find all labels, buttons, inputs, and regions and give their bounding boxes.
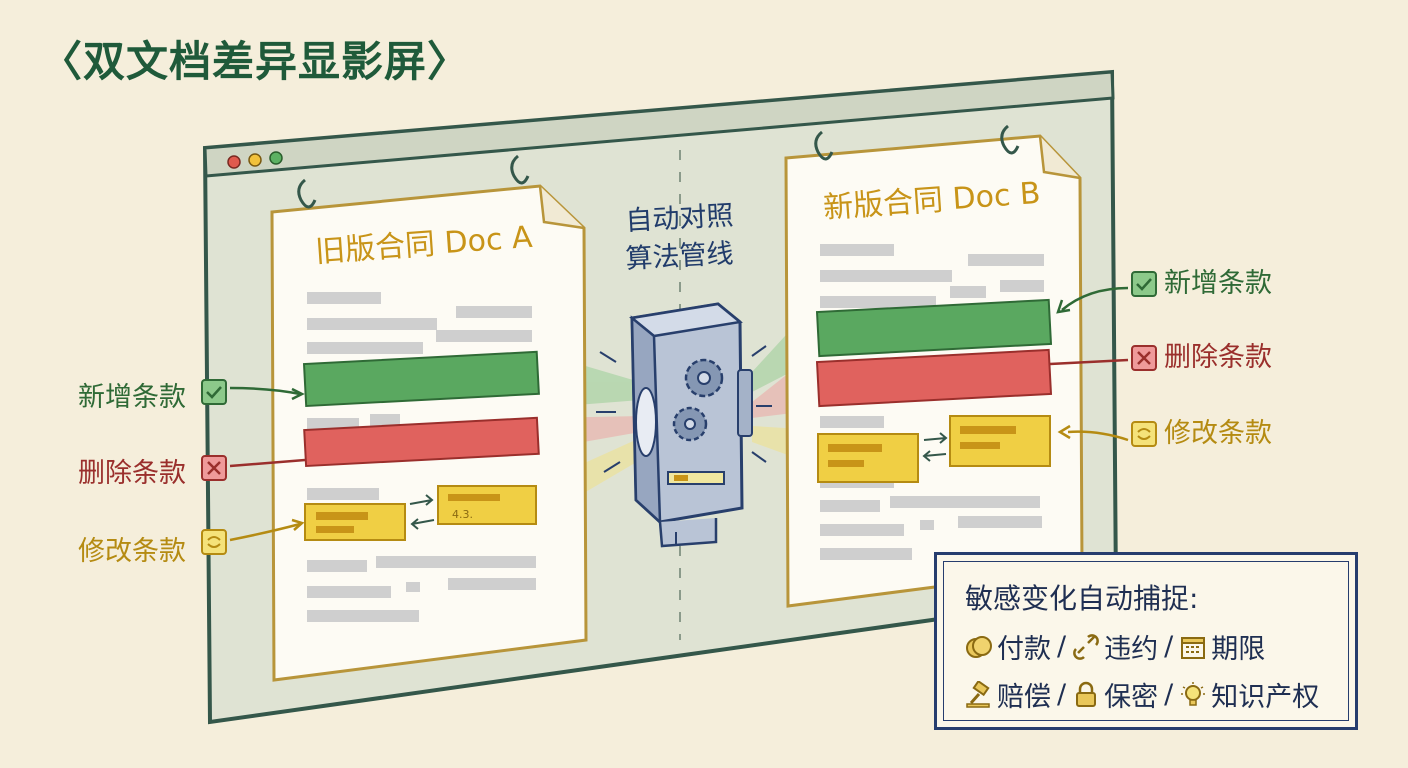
deleted-clause-bar-a[interactable] bbox=[303, 416, 540, 468]
legend-deleted-label-right: 删除条款 bbox=[1164, 342, 1272, 373]
separator: / bbox=[1164, 631, 1174, 662]
hanging-ring-left-b bbox=[814, 130, 834, 161]
left-legend: 新增条款 删除条款 修改条款 bbox=[78, 379, 306, 567]
deleted-clause-bar-b[interactable] bbox=[815, 348, 1053, 408]
info-item-term: 期限 bbox=[1211, 634, 1266, 665]
check-icon-right bbox=[1131, 271, 1157, 297]
modified-clause-box-a2[interactable] bbox=[437, 485, 537, 525]
doc-b-text-lines bbox=[820, 244, 1044, 560]
page-title: 〈双文档差异显影屏〉 bbox=[40, 37, 471, 86]
hanging-ring-right-b bbox=[1000, 124, 1020, 155]
modified-clause-box-a1[interactable] bbox=[304, 503, 406, 541]
swap-icon-right bbox=[1131, 421, 1157, 447]
broken-link-icon bbox=[1073, 633, 1099, 660]
info-item-breach: 违约 bbox=[1104, 634, 1159, 665]
swap-icon bbox=[201, 529, 227, 555]
minimize-dot[interactable] bbox=[248, 153, 262, 167]
added-clause-bar-b[interactable] bbox=[815, 298, 1053, 358]
info-item-payment: 付款 bbox=[997, 634, 1051, 665]
check-icon bbox=[201, 379, 227, 405]
doc-a-field-text: 4.3. bbox=[452, 508, 473, 521]
info-item-confidentiality: 保密 bbox=[1104, 682, 1159, 713]
swap-arrows-a bbox=[409, 494, 435, 530]
pipeline-machine: 自动对照 算法管线 bbox=[596, 200, 772, 548]
separator: / bbox=[1164, 679, 1174, 710]
coins-icon bbox=[966, 635, 992, 658]
info-row-2: 赔偿 / 保密 / 知识产权 bbox=[965, 675, 1319, 714]
calendar-icon bbox=[1181, 636, 1206, 659]
doc-b: 新版合同 Doc B bbox=[784, 124, 1084, 608]
legend-modified-label-right: 修改条款 bbox=[1164, 418, 1272, 449]
info-item-ip: 知识产权 bbox=[1211, 682, 1320, 713]
separator: / bbox=[1057, 679, 1067, 710]
legend-modified-label-left: 修改条款 bbox=[78, 536, 186, 567]
lock-icon bbox=[1076, 681, 1097, 707]
modified-clause-box-b1[interactable] bbox=[817, 433, 919, 483]
swap-arrows-b bbox=[922, 432, 948, 462]
right-legend: 新增条款 删除条款 修改条款 bbox=[1049, 268, 1272, 449]
maximize-dot[interactable] bbox=[269, 151, 283, 165]
pipeline-label-line1: 自动对照 bbox=[625, 200, 734, 237]
doc-a: 旧版合同 Doc A 4.3. bbox=[270, 154, 588, 682]
legend-added-label-left: 新增条款 bbox=[78, 382, 186, 413]
pipeline-label-line2: 算法管线 bbox=[625, 238, 734, 275]
legend-added-label-right: 新增条款 bbox=[1164, 268, 1272, 299]
separator: / bbox=[1057, 631, 1067, 662]
legend-deleted-label-left: 删除条款 bbox=[78, 458, 186, 489]
lightbulb-icon bbox=[1181, 681, 1206, 706]
info-item-compensation: 赔偿 bbox=[997, 682, 1051, 713]
doc-a-text-lines bbox=[307, 292, 536, 622]
modified-clause-box-b2[interactable] bbox=[949, 415, 1051, 467]
added-clause-bar-a[interactable] bbox=[302, 350, 540, 408]
info-box-title: 敏感变化自动捕捉: bbox=[965, 582, 1199, 615]
sensitive-changes-box: 敏感变化自动捕捉: 付款 / 违约 / 期限 赔偿 / 保密 / 知识产权 bbox=[934, 552, 1358, 730]
hanging-ring-left-a bbox=[297, 178, 317, 209]
info-row-1: 付款 / 违约 / 期限 bbox=[965, 627, 1265, 666]
gavel-icon bbox=[966, 680, 990, 708]
hanging-ring-right-a bbox=[510, 154, 530, 185]
close-dot[interactable] bbox=[227, 155, 241, 169]
